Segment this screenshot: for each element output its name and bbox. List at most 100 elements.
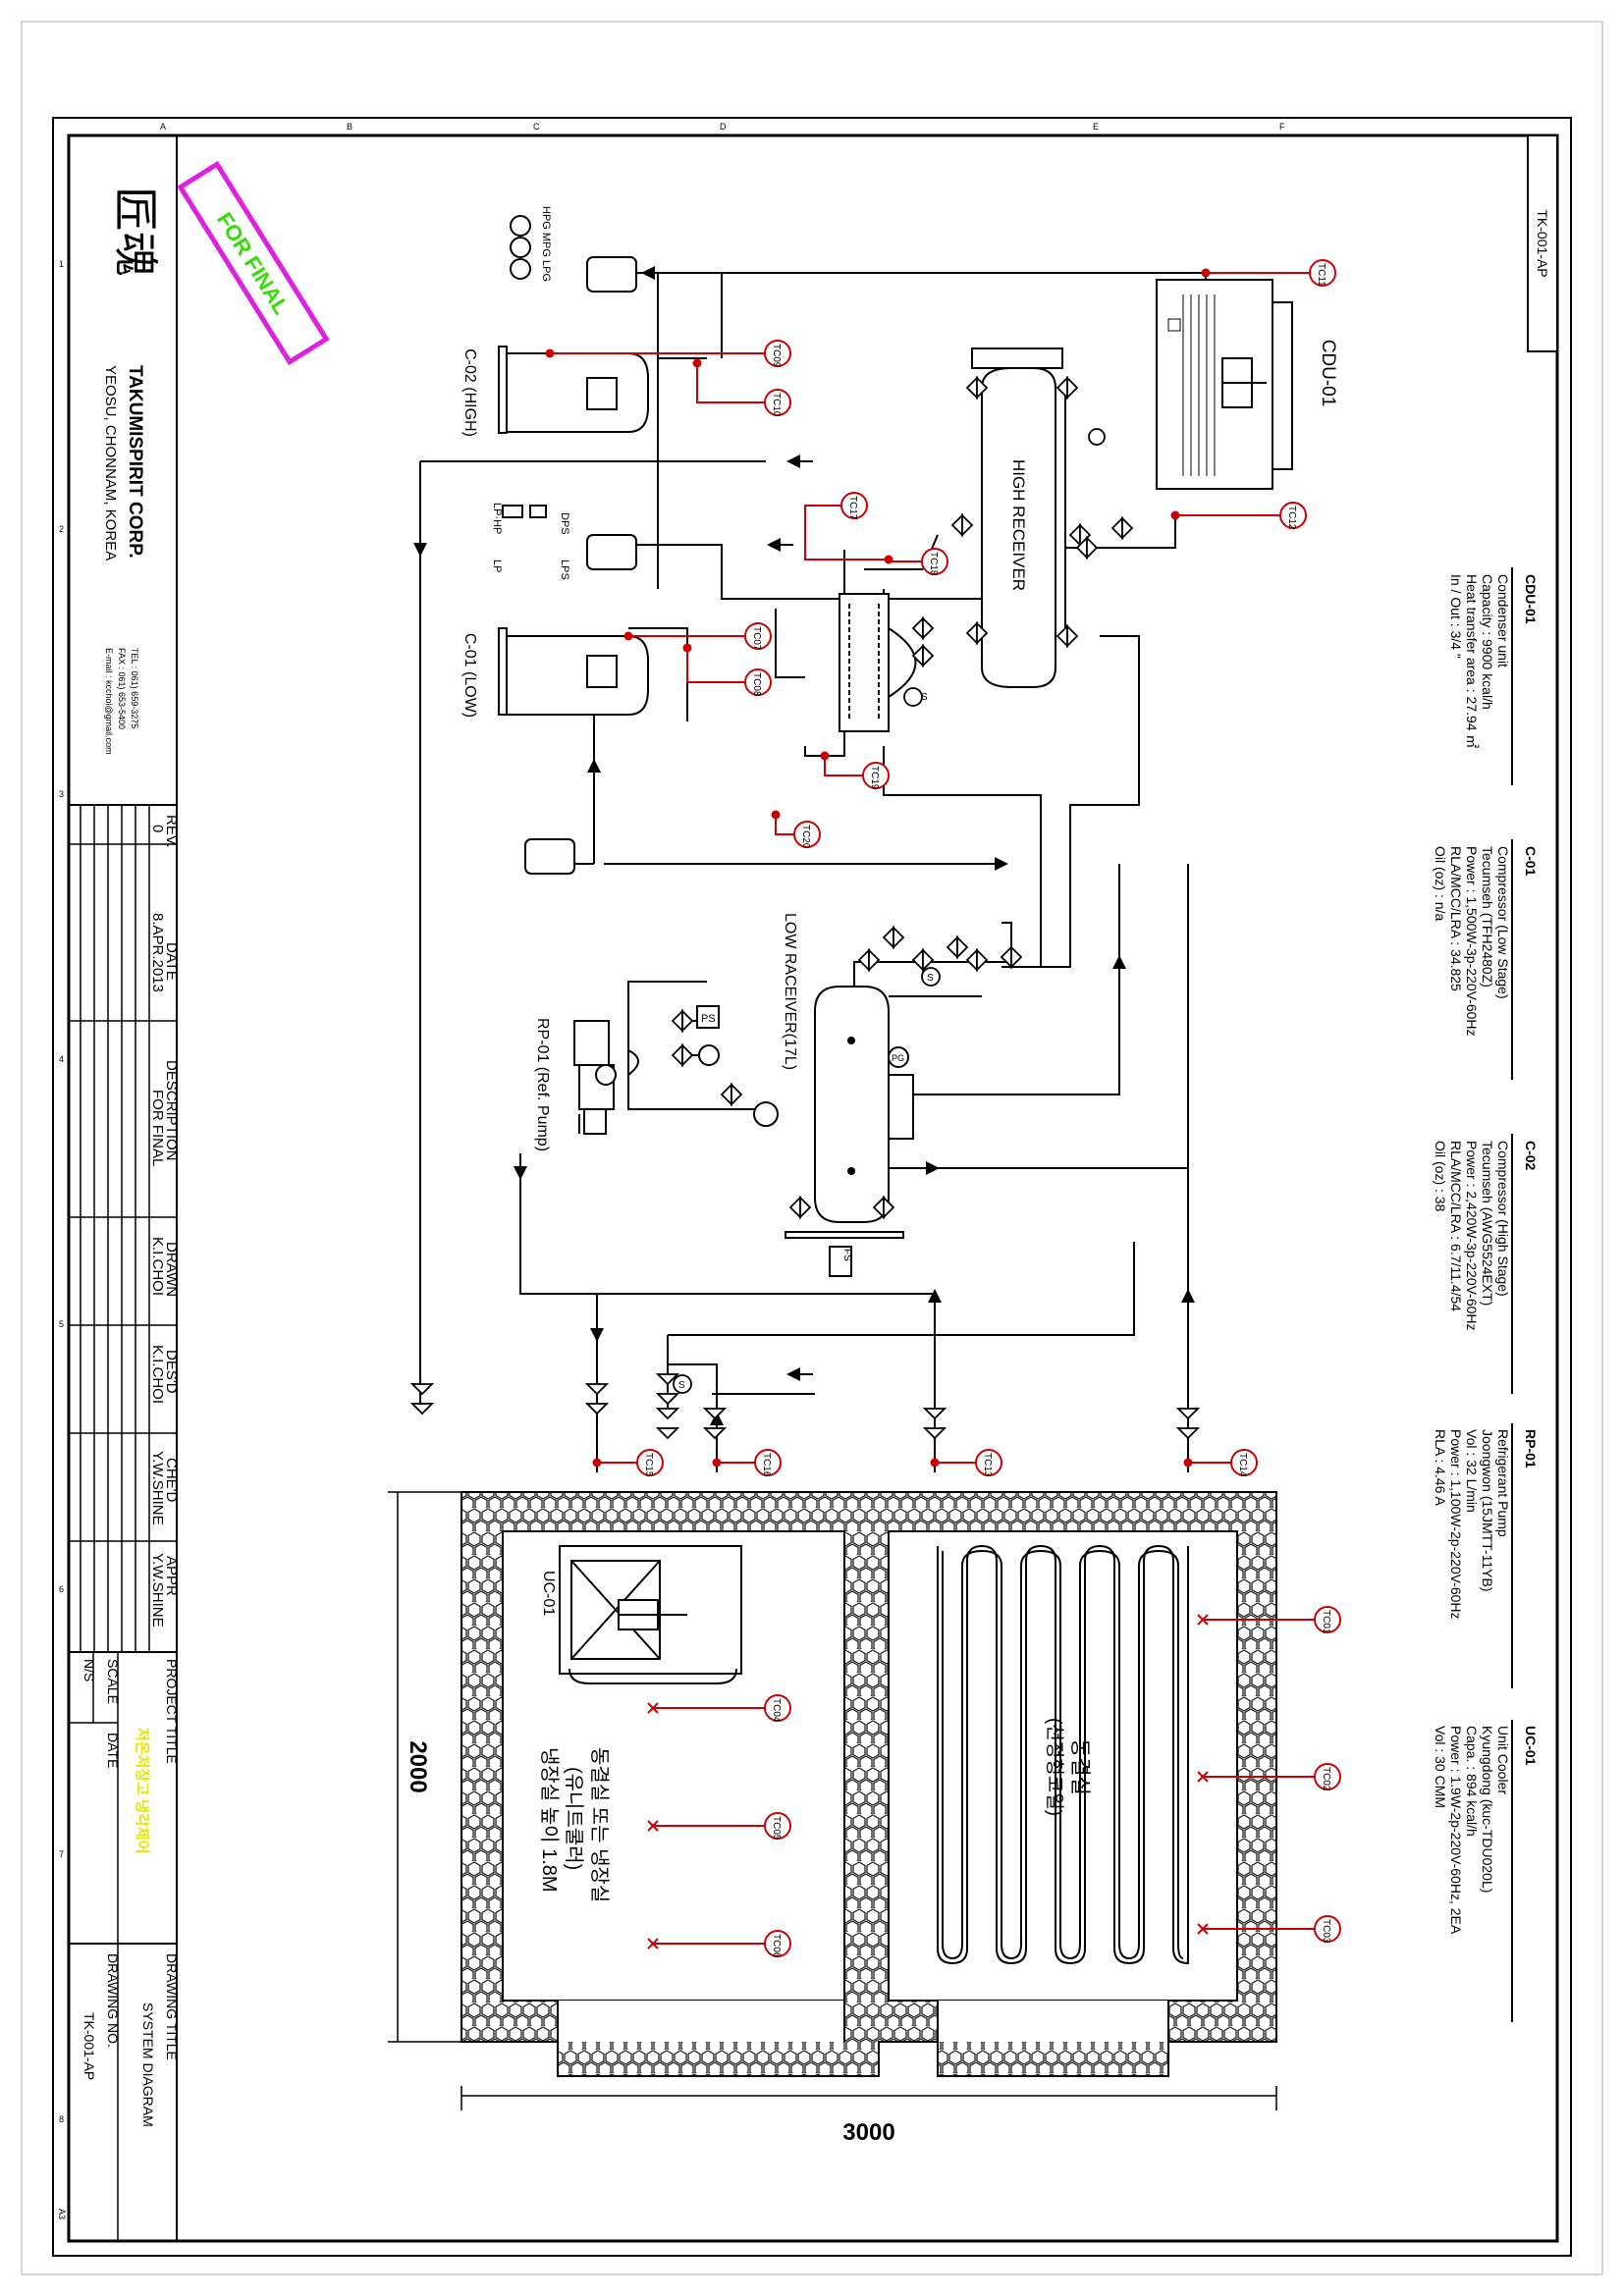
freezer-name: 동결실 — [1068, 1738, 1091, 1795]
project-title-value: 저온저장고 냉각제어 — [134, 1728, 151, 1853]
svg-text:Power : 1.9W-2p-220V-60Hz, 2EA: Power : 1.9W-2p-220V-60Hz, 2EA — [1448, 1726, 1464, 1935]
desd-value: K.I.CHOI — [149, 1345, 166, 1404]
low-receiver: LOW RACEIVER(17L) FS PG — [753, 913, 914, 1277]
svg-text:S: S — [678, 1380, 685, 1391]
svg-text:Oil (oz) : 38: Oil (oz) : 38 — [1433, 1141, 1448, 1212]
svg-text:TC01: TC01 — [1321, 1610, 1331, 1634]
sensor-tc02: TC02 — [1314, 1763, 1341, 1791]
svg-text:TK-001-AP: TK-001-AP — [1535, 209, 1550, 277]
grid-letters: A B C D E F — [160, 122, 1285, 132]
sensor-tc12: TC12 — [1279, 502, 1307, 530]
ched-value: Y.W.SHINE — [149, 1451, 166, 1525]
company-logo: 匠魂 — [110, 187, 161, 277]
svg-text:A: A — [160, 122, 166, 132]
ceiling-coil — [937, 1544, 1189, 1965]
c-01-low-compressor: C-01 (LOW) DPS LPS LP·HP LP — [461, 503, 649, 875]
cold-room-line1: 동결실 또는 냉장실 — [588, 1747, 611, 1902]
svg-text:TC20: TC20 — [800, 825, 811, 849]
cold-room-line2: (유니트쿨러) — [563, 1767, 585, 1870]
room-labels: 동결실 (천정형코일) 동결실 또는 냉장실 (유니트쿨러) 냉장실 높이 1.… — [538, 1718, 1091, 1902]
sensor-tc03: TC03 — [1314, 1915, 1341, 1944]
company-block: 匠魂 TAKUMISPIRIT CORP. YEOSU, CHONNAM, KO… — [102, 187, 161, 755]
sensor-tc18: TC18 — [921, 548, 948, 576]
company-name: TAKUMISPIRIT CORP. — [125, 365, 145, 559]
svg-text:C-02 (HIGH): C-02 (HIGH) — [461, 348, 478, 437]
svg-text:TC07: TC07 — [751, 626, 762, 651]
svg-text:4: 4 — [59, 1054, 64, 1064]
svg-text:2: 2 — [59, 524, 64, 534]
svg-text:S: S — [921, 692, 928, 703]
svg-text:LPS: LPS — [559, 560, 570, 580]
svg-text:Tecumseh (TFH2480Z): Tecumseh (TFH2480Z) — [1480, 846, 1495, 988]
for-final-stamp: FOR FINAL — [177, 160, 330, 366]
sheet-size: A3 — [57, 2209, 67, 2219]
svg-text:8: 8 — [59, 2114, 64, 2124]
drawing-title-value: SYSTEM DIAGRAM — [140, 2002, 156, 2127]
cdu-01: CDU-01 — [1156, 279, 1338, 490]
sensor-tc05: TC05 — [764, 1812, 791, 1841]
svg-text:S: S — [927, 973, 934, 984]
svg-text:TC04: TC04 — [771, 1698, 782, 1723]
uc-01-unit-cooler: UC-01 — [540, 1545, 742, 1684]
svg-text:RP-01 (Ref. Pump): RP-01 (Ref. Pump) — [534, 1018, 551, 1151]
svg-text:UC-01: UC-01 — [540, 1571, 557, 1616]
sensor-tc04: TC04 — [764, 1694, 791, 1723]
svg-text:TC15: TC15 — [643, 1453, 654, 1477]
svg-text:CDU-01: CDU-01 — [1523, 574, 1539, 624]
c-02-high-compressor: C-02 (HIGH) HPG MPG LPG — [461, 206, 649, 437]
svg-text:RLA/MCC/LRA : 34.825: RLA/MCC/LRA : 34.825 — [1448, 846, 1464, 991]
svg-text:TC06: TC06 — [771, 1934, 782, 1958]
date-value: 8.APR.2013 — [149, 913, 166, 992]
svg-text:UC-01: UC-01 — [1523, 1726, 1539, 1766]
scale-value: N/S — [81, 1659, 97, 1682]
company-tel: TEL : 061) 659-3275 — [130, 648, 139, 728]
sensor-tc13: TC13 — [975, 1449, 1002, 1477]
sensor-tags: TC11 TC12 TC09 TC10 TC17 TC18 TC07 TC08 … — [636, 259, 1341, 1958]
svg-text:PG: PG — [892, 1053, 904, 1063]
scale-label: SCALE — [105, 1659, 121, 1704]
drawn-value: K.I.CHOI — [149, 1237, 166, 1296]
svg-text:Capa. : 894 kcal/h: Capa. : 894 kcal/h — [1464, 1726, 1480, 1837]
drawn-header: DRAWN — [163, 1242, 180, 1297]
sensor-tc20: TC20 — [793, 821, 821, 849]
svg-text:Kyungdong (kuc-TDU020L): Kyungdong (kuc-TDU020L) — [1480, 1726, 1495, 1893]
sensor-tc19: TC19 — [862, 762, 890, 790]
sensor-tc07: TC07 — [744, 622, 772, 651]
solenoid-markers: S S S — [678, 692, 934, 1391]
svg-text:C: C — [533, 122, 540, 132]
svg-text:TC03: TC03 — [1321, 1919, 1331, 1944]
svg-text:RLA/MCC/LRA : 6.7/11.4/54: RLA/MCC/LRA : 6.7/11.4/54 — [1448, 1141, 1464, 1311]
svg-text:Oil (oz) : n/a: Oil (oz) : n/a — [1433, 846, 1448, 921]
sensor-tc06: TC06 — [764, 1930, 791, 1958]
rev-value: 0 — [149, 825, 166, 832]
svg-text:TC11: TC11 — [1316, 263, 1326, 287]
rev-header: REV. — [163, 815, 180, 848]
company-fax: FAX : 061) 653-5400 — [117, 648, 127, 729]
svg-text:TC14: TC14 — [1237, 1453, 1248, 1477]
company-email: E-mail : kcchoi@gmail.com — [104, 648, 114, 755]
sensor-markers — [545, 268, 1211, 1949]
svg-text:Condenser unit: Condenser unit — [1495, 574, 1511, 667]
sensor-tc01: TC01 — [1314, 1606, 1341, 1634]
dimension-width: 3000 — [842, 2119, 894, 2146]
sensor-tc14: TC14 — [1230, 1449, 1258, 1477]
svg-text:RLA : 4.46 A: RLA : 4.46 A — [1433, 1429, 1448, 1506]
company-address: YEOSU, CHONNAM, KOREA — [102, 365, 119, 561]
svg-text:3: 3 — [59, 789, 64, 799]
date-label: DATE — [105, 1733, 121, 1768]
appr-header: APPR — [163, 1556, 180, 1596]
date-header: DATE — [163, 942, 180, 981]
svg-text:HIGH RECEIVER: HIGH RECEIVER — [1009, 459, 1028, 591]
sensor-tc11: TC11 — [1309, 259, 1336, 287]
svg-text:TC13: TC13 — [982, 1453, 993, 1477]
sensor-tc17: TC17 — [840, 492, 868, 520]
svg-text:6: 6 — [59, 1584, 64, 1594]
spec-cdu: CDU-01 Condenser unit Capacity : 9900 kc… — [1448, 574, 1539, 748]
cold-room-line3: 냉장실 높이 1.8M — [538, 1747, 561, 1893]
sensor-leaders — [550, 272, 1316, 1945]
svg-text:TC05: TC05 — [771, 1816, 782, 1841]
rp-01-pump: RP-01 (Ref. Pump) PS — [534, 1005, 720, 1151]
page-outline — [21, 21, 1603, 2275]
svg-text:E: E — [1093, 122, 1099, 132]
spec-rp01: RP-01 Refrigerant Pump Joongwon (15JMTT-… — [1433, 1429, 1539, 1620]
